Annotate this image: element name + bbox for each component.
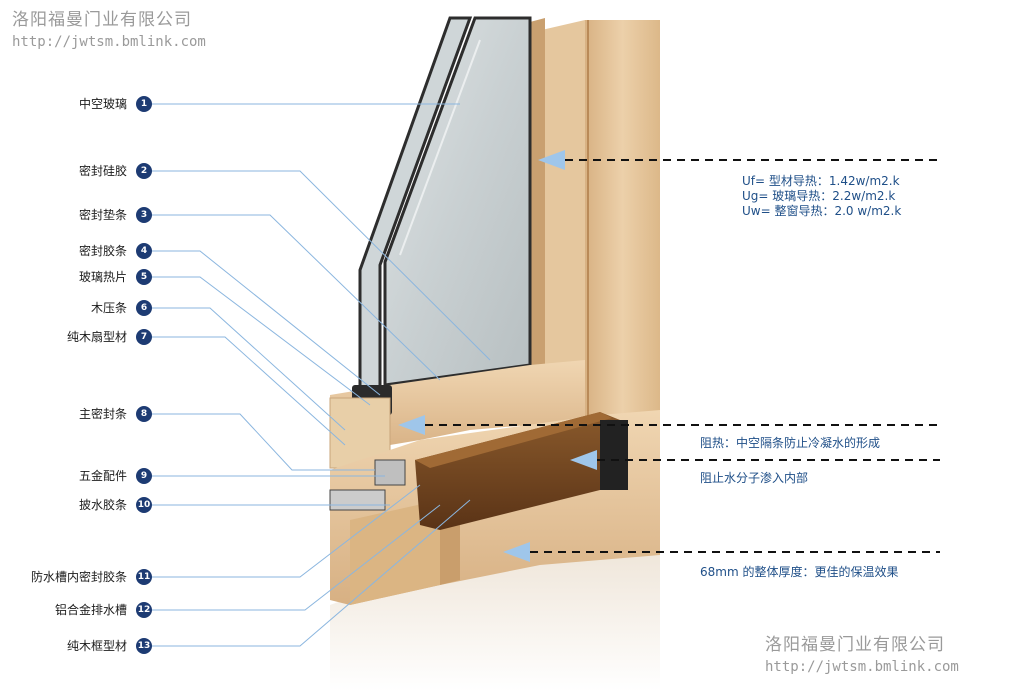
glass-inner-pane [383, 16, 532, 387]
part-badge-2: 2 [136, 163, 152, 179]
sash-rail [330, 360, 585, 455]
part-label-5: 玻璃热片 [78, 270, 127, 284]
glass-highlight [399, 39, 481, 256]
part-label-10: 披水胶条 [78, 498, 127, 512]
part-label-1: 中空玻璃 [78, 97, 127, 111]
part-badge-5: 5 [136, 269, 152, 285]
leader-11 [152, 484, 421, 578]
frame-bottom-front [350, 500, 440, 605]
part-label-7: 纯木扇型材 [66, 330, 127, 344]
u-value-window: Uw= 整窗导热：2.0 w/m2.k [742, 204, 902, 218]
part-badge-7: 7 [136, 329, 152, 345]
part-label-2: 密封硅胶 [78, 164, 127, 178]
part-label-9: 五金配件 [78, 469, 127, 483]
leader-6 [152, 307, 346, 431]
sash-vertical [530, 18, 545, 400]
weather-strip [329, 489, 386, 511]
part-badge-8: 8 [136, 406, 152, 422]
part-label-11: 防水槽内密封胶条 [30, 570, 127, 584]
arrow-thickness [503, 542, 530, 562]
leader-13 [152, 499, 471, 647]
part-badge-9: 9 [136, 468, 152, 484]
part-badge-6: 6 [136, 300, 152, 316]
leader-lines [152, 103, 491, 647]
part-badge-4: 4 [136, 243, 152, 259]
u-value-frame: Uf= 型材导热：1.42w/m2.k [742, 174, 900, 188]
watermark-url: http://jwtsm.bmlink.com [765, 659, 959, 675]
watermark-company: 洛阳福曼门业有限公司 [765, 635, 945, 655]
u-values: Uf= 型材导热：1.42w/m2.k Ug= 玻璃导热：2.2w/m2.k U… [742, 174, 901, 219]
watermark-company: 洛阳福曼门业有限公司 [12, 10, 192, 30]
leader-5 [152, 276, 371, 406]
part-badge-10: 10 [136, 497, 152, 513]
leader-8 [152, 413, 375, 471]
leader-3 [152, 214, 441, 381]
arrow-seal [398, 415, 425, 435]
part-label-6: 木压条 [90, 301, 127, 315]
part-label-13: 纯木框型材 [66, 639, 127, 653]
part-badge-1: 1 [136, 96, 152, 112]
part-badge-11: 11 [136, 569, 152, 585]
arrow-spacer [570, 450, 597, 470]
seal-black [600, 420, 628, 490]
part-label-4: 密封胶条 [78, 244, 127, 258]
arrow-frame [538, 150, 565, 170]
watermark-url: http://jwtsm.bmlink.com [12, 34, 206, 50]
hardware-fitting [374, 459, 406, 486]
part-badge-3: 3 [136, 207, 152, 223]
annotation-moisture: 阻止水分子渗入内部 [700, 471, 809, 485]
u-value-glass: Ug= 玻璃导热：2.2w/m2.k [742, 189, 896, 203]
annotation-thickness: 68mm 的整体厚度：更佳的保温效果 [700, 565, 899, 579]
part-badge-13: 13 [136, 638, 152, 654]
part-label-8: 主密封条 [78, 407, 127, 421]
leader-12 [152, 504, 441, 611]
aluminum-drain-channel [415, 412, 620, 530]
part-label-12: 铝合金排水槽 [54, 603, 127, 617]
watermark-bottom: 洛阳福曼门业有限公司 http://jwtsm.bmlink.com [765, 635, 959, 675]
leader-7 [152, 336, 346, 446]
watermark-top: 洛阳福曼门业有限公司 http://jwtsm.bmlink.com [12, 10, 206, 50]
leader-4 [152, 250, 381, 396]
aluminum-drain-top [415, 412, 612, 468]
leader-2 [152, 170, 491, 361]
part-badge-12: 12 [136, 602, 152, 618]
part-label-3: 密封垫条 [78, 208, 127, 222]
annotation-insulation: 阻热：中空隔条防止冷凝水的形成 [700, 436, 881, 450]
